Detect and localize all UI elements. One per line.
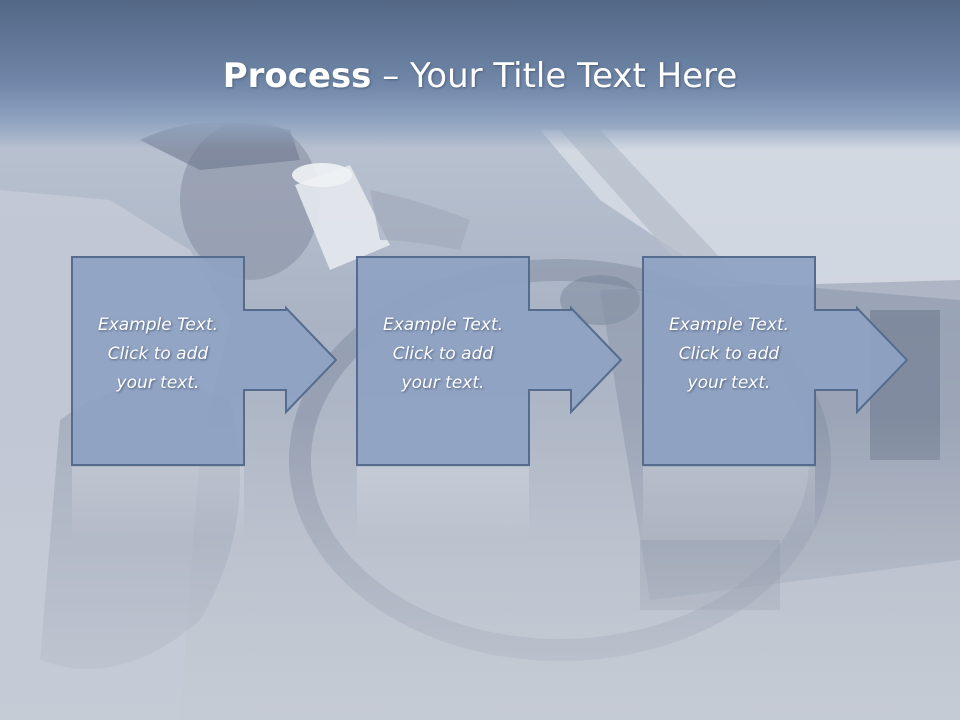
step-2-text[interactable]: Example Text. Click to add your text.: [357, 311, 529, 398]
process-step-1[interactable]: [71, 256, 338, 540]
step-2-line-2: Click to add: [392, 344, 494, 364]
step-1-line-2: Click to add: [107, 344, 209, 364]
step-3-line-1: Example Text.: [668, 315, 790, 335]
step-2-arrow-shape: [356, 256, 623, 466]
step-1-text[interactable]: Example Text. Click to add your text.: [72, 311, 244, 398]
step-3-line-2: Click to add: [678, 344, 780, 364]
slide-title[interactable]: Process – Your Title Text Here: [0, 54, 960, 98]
step-1-line-3: your text.: [116, 373, 200, 393]
process-step-3[interactable]: [642, 256, 909, 540]
step-1-arrow-shape: [71, 256, 338, 466]
step-1-line-1: Example Text.: [97, 315, 219, 335]
process-step-2[interactable]: [356, 256, 623, 540]
title-band: [0, 0, 960, 150]
step-3-line-3: your text.: [687, 373, 771, 393]
step-1-reflection: [72, 467, 244, 540]
title-bold-text: Process: [222, 56, 372, 96]
step-2-line-3: your text.: [401, 373, 485, 393]
step-3-text[interactable]: Example Text. Click to add your text.: [643, 311, 815, 398]
step-2-line-1: Example Text.: [382, 315, 504, 335]
step-3-arrow-shape: [642, 256, 909, 466]
title-rest-text: – Your Title Text Here: [371, 56, 738, 96]
step-3-reflection: [643, 467, 815, 540]
step-2-reflection: [357, 467, 529, 540]
